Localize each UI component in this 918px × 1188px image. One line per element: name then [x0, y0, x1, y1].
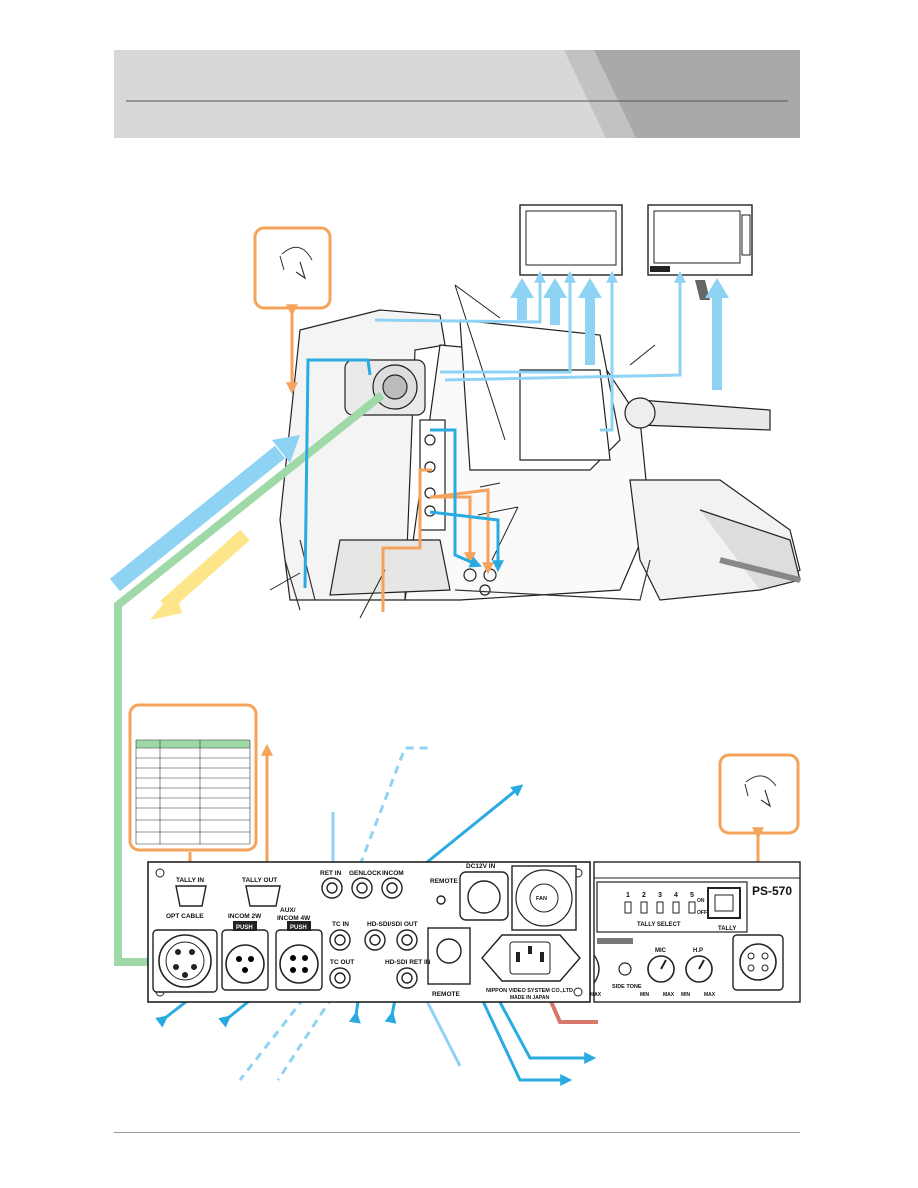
hp-label: H.P: [693, 948, 703, 954]
push-label-b: PUSH: [290, 925, 307, 931]
footer-rule: [114, 1132, 800, 1133]
push-label-a: PUSH: [236, 925, 253, 931]
callout-lines: [269, 284, 656, 619]
dc12v-connector: [467, 880, 501, 914]
headset-callout-top: [253, 226, 332, 310]
ret-in-label: RET IN: [320, 870, 342, 877]
side-tone-label: SIDE TONE: [612, 984, 642, 990]
incom-label: INCOM: [382, 870, 404, 877]
main-rear-panel: [147, 861, 591, 1003]
fan-label: FAN: [536, 896, 547, 902]
ps570-labels: PS-570 1 2 3 4 5 ON OFF TALLY SELECT TAL…: [590, 884, 792, 998]
headset-xlr-connector: [739, 943, 777, 981]
genlock-label: GENLOCK: [349, 870, 382, 877]
camera-blue-paths: [303, 358, 504, 589]
max-label-c: MAX: [590, 992, 602, 998]
monitor-right-icon: [647, 204, 753, 300]
max-label-a: MAX: [663, 992, 675, 998]
large-signal-arrows: [109, 435, 300, 620]
min-label-a: MIN: [640, 992, 650, 998]
made-in-label: MADE IN JAPAN: [510, 995, 549, 1001]
opt-cable-connector: [152, 929, 218, 993]
tally-num-5: 5: [690, 892, 694, 899]
tally-num-1: 1: [626, 892, 630, 899]
camera-light-blue-paths: [374, 270, 686, 432]
monitor-left-icon: [519, 204, 623, 276]
remote-connector: [436, 938, 462, 964]
incom-4w-connector: [275, 921, 323, 991]
max-label-b: MAX: [704, 992, 716, 998]
tally-select-label: TALLY SELECT: [637, 922, 681, 928]
tally-pin-table: [128, 703, 258, 852]
tally-num-3: 3: [658, 892, 662, 899]
incom-4w-label: INCOM 4W: [277, 915, 311, 922]
remote-bottom-label: REMOTE: [432, 991, 460, 998]
tally-num-4: 4: [674, 892, 678, 899]
incom-2w-label: INCOM 2W: [228, 913, 262, 920]
side-tone-knob: [618, 962, 632, 976]
headset-callout-right: [718, 753, 800, 835]
page-header-band: [114, 50, 800, 138]
remote-top-label: REMOTE: [430, 878, 458, 885]
incom-2w-connector: [221, 921, 269, 991]
aux-label: AUX/: [280, 907, 296, 914]
tally-num-2: 2: [642, 892, 646, 899]
panel-labels: TALLY IN TALLY OUT OPT CABLE INCOM 2W AU…: [166, 863, 573, 1001]
tally-in-label: TALLY IN: [176, 877, 204, 884]
optical-cable-line: [114, 391, 385, 966]
maker-label: NIPPON VIDEO SYSTEM CO.,LTD: [486, 988, 573, 994]
tc-in-label: TC IN: [332, 921, 349, 928]
opt-cable-label: OPT CABLE: [166, 913, 204, 920]
hd-sdi-out-label: HD-SDI/SDI OUT: [367, 921, 418, 928]
monitor-feed-arrows: [510, 278, 729, 390]
dc12v-label: DC12V IN: [466, 863, 496, 870]
on-label: ON: [697, 898, 705, 904]
ps570-model: PS-570: [752, 884, 792, 898]
hd-sdi-ret-in-label: HD-SDI RET IN: [385, 959, 431, 966]
tc-out-label: TC OUT: [330, 959, 354, 966]
mic-label: MIC: [655, 948, 667, 954]
camera-illustration: [279, 309, 801, 611]
min-label-b: MIN: [681, 992, 691, 998]
off-label: OFF: [697, 910, 707, 916]
ps570-panel: [593, 861, 801, 1003]
tally-out-label: TALLY OUT: [242, 877, 277, 884]
tally-label: TALLY: [718, 926, 736, 932]
tally-out-connector: [245, 885, 281, 907]
tally-in-connector: [175, 885, 207, 907]
remote-led: [436, 895, 446, 905]
